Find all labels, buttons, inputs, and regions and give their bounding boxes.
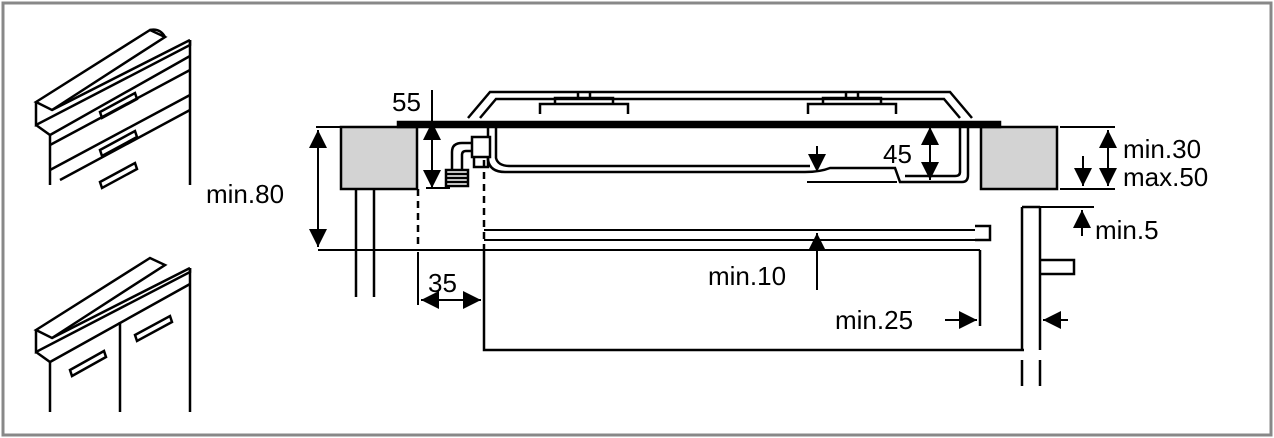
cabinet-drawers-icon xyxy=(33,28,192,190)
label-35: 35 xyxy=(428,268,457,298)
worktop-right xyxy=(979,125,1059,191)
dimension-lines xyxy=(309,90,1117,329)
label-min5: min.5 xyxy=(1095,215,1159,245)
cabinet-doors-icon xyxy=(33,256,192,412)
worktop-left xyxy=(339,125,419,191)
label-max50: max.50 xyxy=(1123,162,1208,192)
label-min30: min.30 xyxy=(1123,134,1201,164)
label-min25: min.25 xyxy=(835,305,913,335)
label-min80: min.80 xyxy=(206,179,284,209)
label-min10: min.10 xyxy=(708,261,786,291)
hob-cross-section xyxy=(318,90,1076,386)
label-45: 45 xyxy=(883,139,912,169)
label-55: 55 xyxy=(392,87,421,117)
